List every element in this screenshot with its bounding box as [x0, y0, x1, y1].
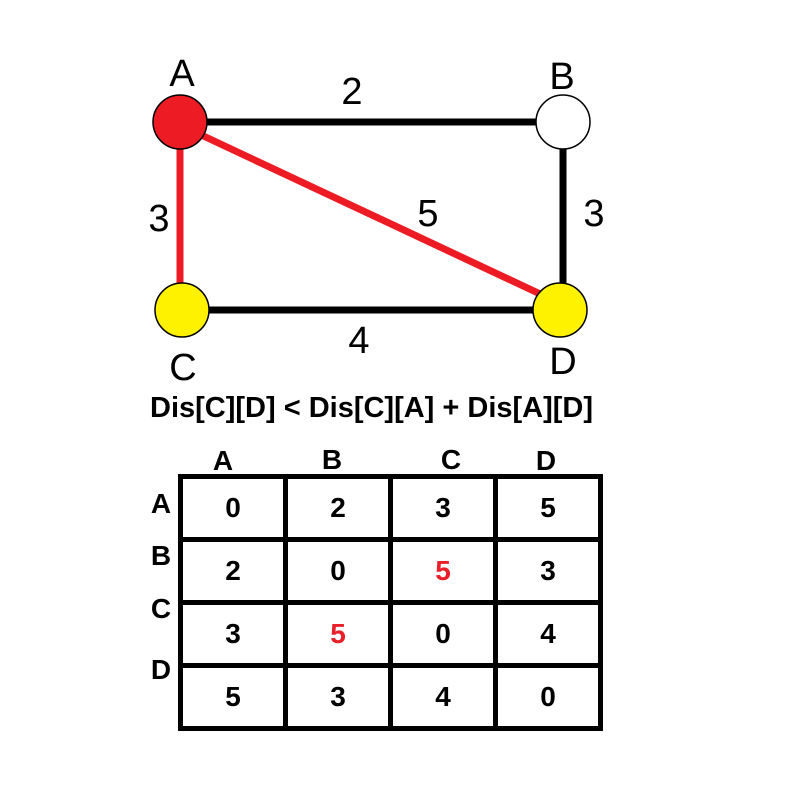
node-label-b: B [549, 56, 574, 98]
edge-weight-b-d: 3 [583, 193, 604, 235]
matrix-row-c: 3 5 0 4 [178, 600, 603, 668]
node-label-a: A [169, 53, 195, 95]
matrix-row-b: 2 0 5 3 [178, 537, 603, 605]
col-header-d: D [535, 445, 557, 476]
edge-weight-a-d: 5 [417, 193, 438, 235]
row-header-a: A [150, 488, 172, 519]
cell-b-a: 2 [178, 537, 288, 605]
node-c [154, 282, 210, 338]
edge-weight-a-b: 2 [341, 71, 362, 113]
distance-matrix: 0 2 3 5 2 0 5 3 3 5 0 4 5 3 4 0 [178, 474, 603, 731]
cell-d-b: 3 [283, 663, 393, 731]
node-a [152, 94, 208, 150]
matrix-row-a: 0 2 3 5 [178, 474, 603, 542]
cell-d-a: 5 [178, 663, 288, 731]
cell-a-a: 0 [178, 474, 288, 542]
cell-a-b: 2 [283, 474, 393, 542]
node-d [532, 282, 588, 338]
col-header-c: C [440, 444, 462, 475]
col-header-b: B [321, 444, 343, 475]
cell-c-a: 3 [178, 600, 288, 668]
node-b [535, 94, 591, 150]
col-header-a: A [212, 445, 234, 476]
cell-b-c-highlighted: 5 [388, 537, 498, 605]
cell-b-b: 0 [283, 537, 393, 605]
edge-weight-c-d: 4 [348, 320, 369, 362]
matrix-row-d: 5 3 4 0 [178, 663, 603, 731]
cell-c-c: 0 [388, 600, 498, 668]
node-label-c: C [169, 347, 196, 389]
cell-c-b-highlighted: 5 [283, 600, 393, 668]
cell-a-d: 5 [493, 474, 603, 542]
cell-d-d: 0 [493, 663, 603, 731]
cell-c-d: 4 [493, 600, 603, 668]
row-header-b: B [150, 540, 172, 571]
graph-diagram: A B C D 2 3 4 3 5 [148, 53, 604, 389]
node-label-d: D [549, 341, 576, 383]
formula-text: Dis[C][D] < Dis[C][A] + Dis[A][D] [150, 392, 594, 424]
cell-b-d: 3 [493, 537, 603, 605]
cell-a-c: 3 [388, 474, 498, 542]
cell-d-c: 4 [388, 663, 498, 731]
row-header-c: C [150, 593, 172, 624]
edge-weight-a-c: 3 [148, 198, 169, 240]
row-header-d: D [150, 654, 172, 685]
edge-a-d [176, 121, 557, 304]
